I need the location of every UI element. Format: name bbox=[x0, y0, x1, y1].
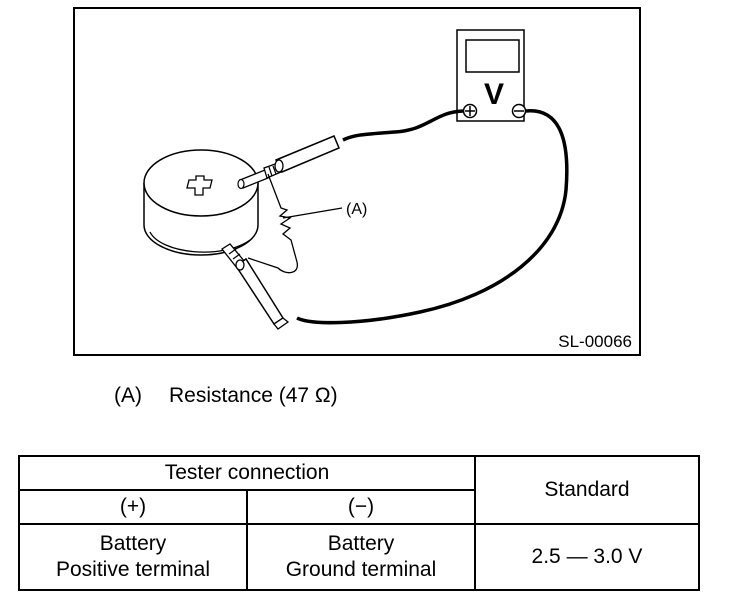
legend-description: Resistance (47 Ω) bbox=[169, 384, 338, 407]
voltmeter-label: V bbox=[484, 78, 504, 111]
standard-cell: 2.5 — 3.0 V bbox=[474, 523, 700, 591]
positive-header: (+) bbox=[18, 489, 248, 525]
battery bbox=[143, 149, 259, 256]
negative-cell-line-1: Battery bbox=[327, 532, 395, 555]
positive-cell-line-1: Battery bbox=[99, 532, 167, 555]
table-header-row: Tester connection Standard bbox=[18, 455, 700, 525]
positive-probe bbox=[237, 135, 340, 190]
table-row: Battery Positive terminal Battery Ground… bbox=[18, 523, 700, 591]
negative-cell-line-2: Ground terminal bbox=[285, 558, 437, 581]
legend: (A) Resistance (47 Ω) bbox=[114, 384, 338, 408]
negative-probe bbox=[221, 243, 290, 330]
positive-cell-line-2: Positive terminal bbox=[55, 558, 211, 581]
spec-table: Tester connection Standard (+) (−) Batte… bbox=[18, 455, 700, 591]
circuit-diagram: V bbox=[73, 7, 641, 356]
positive-cell: Battery Positive terminal bbox=[18, 523, 248, 591]
negative-lead-wire bbox=[296, 109, 569, 325]
negative-cell: Battery Ground terminal bbox=[246, 523, 476, 591]
plus-mark-icon bbox=[186, 175, 213, 196]
table-subheader-row: (+) (−) bbox=[18, 489, 699, 525]
legend-key: (A) bbox=[114, 384, 142, 407]
figure-id: SL-00066 bbox=[558, 332, 632, 351]
voltmeter-display bbox=[465, 39, 520, 73]
standard-header: Standard bbox=[474, 455, 700, 525]
negative-header: (−) bbox=[246, 489, 476, 525]
voltmeter: V bbox=[456, 29, 527, 122]
minus-terminal-icon bbox=[511, 103, 527, 119]
resistor-icon bbox=[247, 173, 298, 274]
callout-label-a: (A) bbox=[346, 201, 367, 218]
figure-frame bbox=[73, 7, 641, 356]
callout-leader-line bbox=[282, 207, 343, 219]
positive-lead-wire bbox=[342, 109, 464, 142]
plus-terminal-icon bbox=[462, 103, 478, 119]
tester-connection-header: Tester connection bbox=[18, 455, 476, 491]
